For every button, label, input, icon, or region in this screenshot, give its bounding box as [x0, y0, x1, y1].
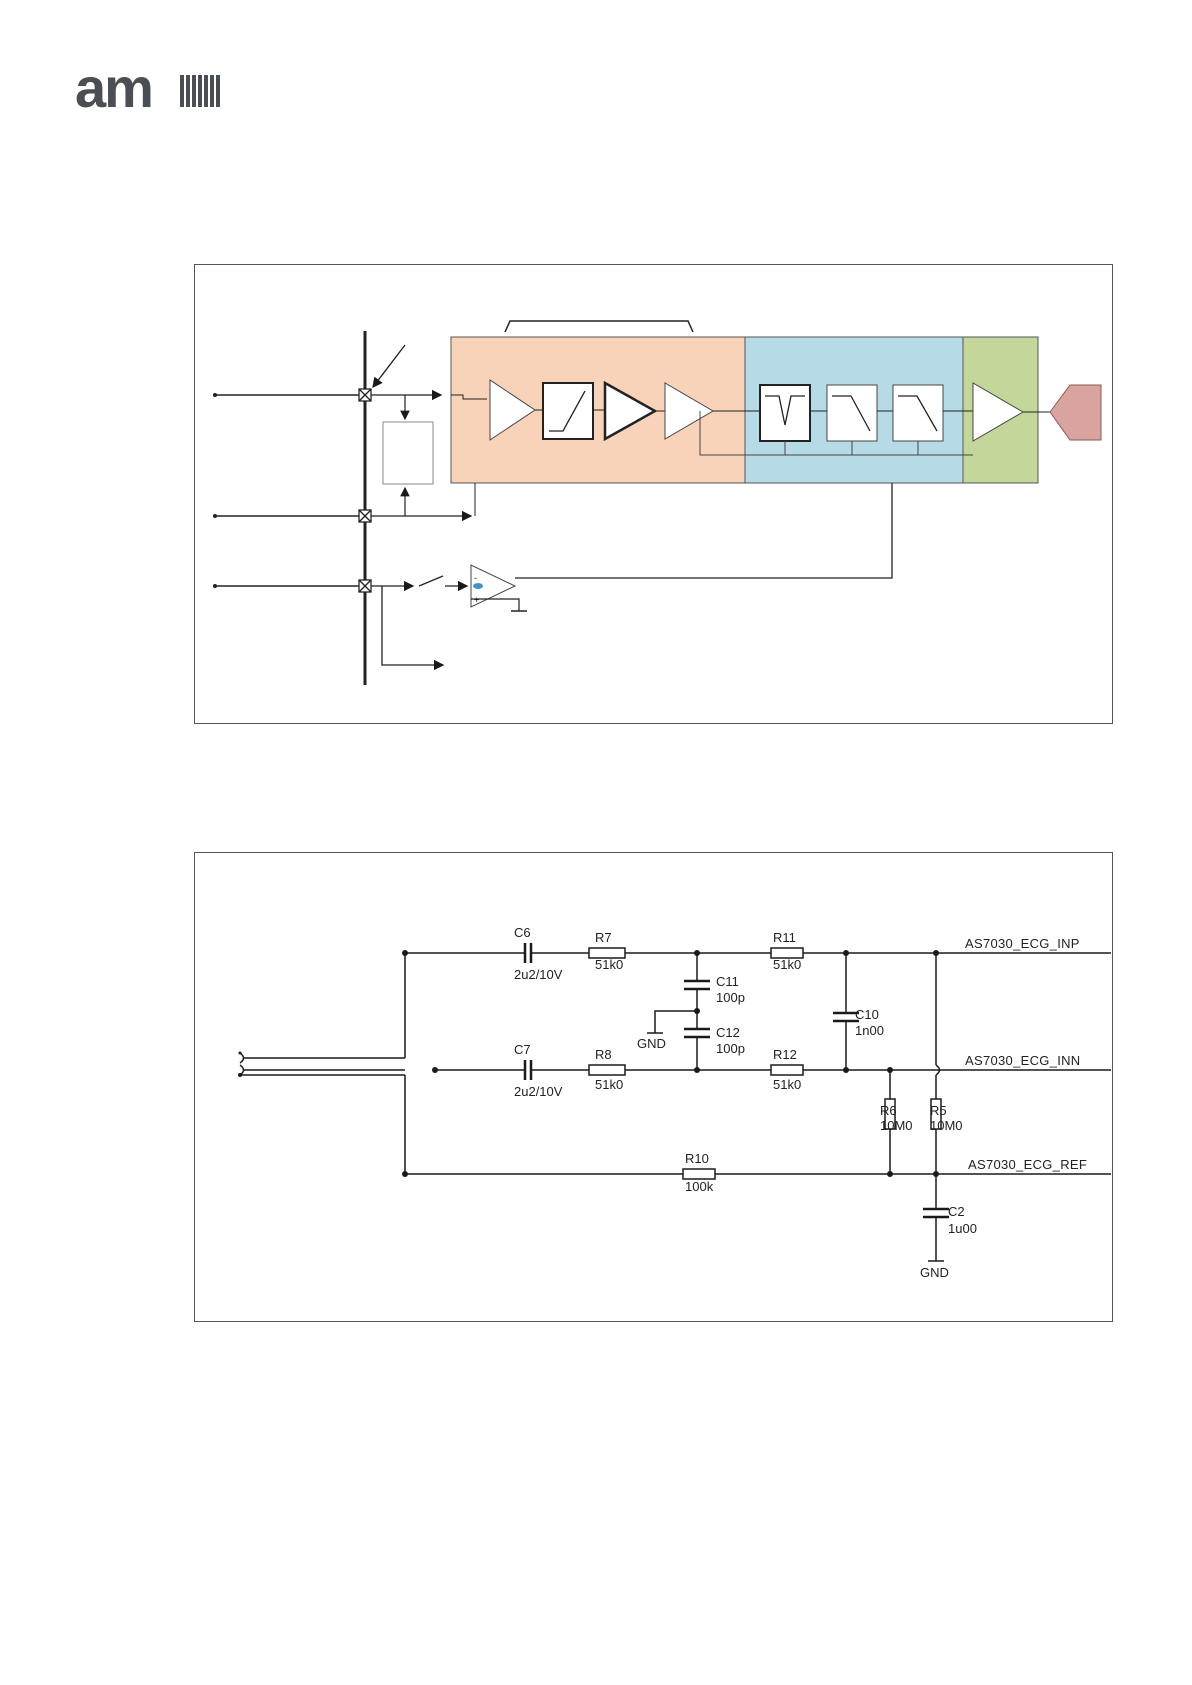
c2-value: 1u00 — [948, 1221, 977, 1236]
bias-block — [383, 422, 433, 484]
net-label-inp: AS7030_ECG_INP — [965, 936, 1080, 951]
r7-value: 51k0 — [595, 957, 623, 972]
r10-resistor — [683, 1169, 715, 1179]
svg-text:+: + — [474, 595, 479, 605]
r5-value: 10M0 — [930, 1118, 963, 1133]
rld-switch — [419, 576, 443, 586]
pointer-arrow — [373, 345, 405, 387]
am-logo: am — [75, 65, 235, 115]
logo-bars — [180, 75, 220, 107]
r8-resistor — [589, 1065, 625, 1075]
block-diagram: - + — [195, 265, 1111, 722]
c10-ref: C10 — [855, 1007, 879, 1022]
r11-ref: R11 — [773, 930, 796, 945]
lowpass-filter-block-1 — [827, 385, 877, 441]
r7-ref: R7 — [595, 930, 612, 945]
net-label-ref: AS7030_ECG_REF — [968, 1157, 1087, 1172]
gnd-top-label: GND — [637, 1036, 666, 1051]
lowpass-filter-block-2 — [893, 385, 943, 441]
c2-ref: C2 — [948, 1204, 965, 1219]
r8-value: 51k0 — [595, 1077, 623, 1092]
c12-value: 100p — [716, 1041, 745, 1056]
crosspoint-switch-1 — [359, 389, 371, 401]
r5-ref: R5 — [930, 1103, 947, 1118]
r12-value: 51k0 — [773, 1077, 801, 1092]
c7-ref: C7 — [514, 1042, 531, 1057]
block-diagram-panel: - + — [194, 264, 1113, 724]
crosspoint-switch-3 — [359, 580, 371, 592]
r12-resistor — [771, 1065, 803, 1075]
c6-ref: C6 — [514, 925, 531, 940]
output-port — [1050, 385, 1101, 440]
c12-ref: C12 — [716, 1025, 740, 1040]
c6-value: 2u2/10V — [514, 967, 563, 982]
r10-value: 100k — [685, 1179, 714, 1194]
c11-ref: C11 — [716, 974, 739, 989]
notch-filter-block — [760, 385, 810, 441]
r12-ref: R12 — [773, 1047, 797, 1062]
gnd-bottom-label: GND — [920, 1265, 949, 1280]
c7-value: 2u2/10V — [514, 1084, 563, 1099]
rld-feedback-line — [515, 483, 892, 578]
c11-value: 100p — [716, 990, 745, 1005]
bracket — [505, 321, 693, 332]
leadoff-line — [382, 586, 443, 665]
r10-ref: R10 — [685, 1151, 709, 1166]
r6-ref: R6 — [880, 1103, 897, 1118]
r11-value: 51k0 — [773, 957, 801, 972]
r8-ref: R8 — [595, 1047, 612, 1062]
r6-value: 10M0 — [880, 1118, 913, 1133]
net-label-inn: AS7030_ECG_INN — [965, 1053, 1080, 1068]
schematic-panel: C6 2u2/10V R7 51k0 R11 51k0 C11 100p C12… — [194, 852, 1113, 1322]
svg-text:-: - — [474, 573, 477, 583]
ecg-input-schematic: C6 2u2/10V R7 51k0 R11 51k0 C11 100p C12… — [195, 853, 1111, 1320]
crosspoint-switch-2 — [359, 510, 371, 522]
logo-text: am — [75, 65, 152, 115]
c10-value: 1n00 — [855, 1023, 884, 1038]
